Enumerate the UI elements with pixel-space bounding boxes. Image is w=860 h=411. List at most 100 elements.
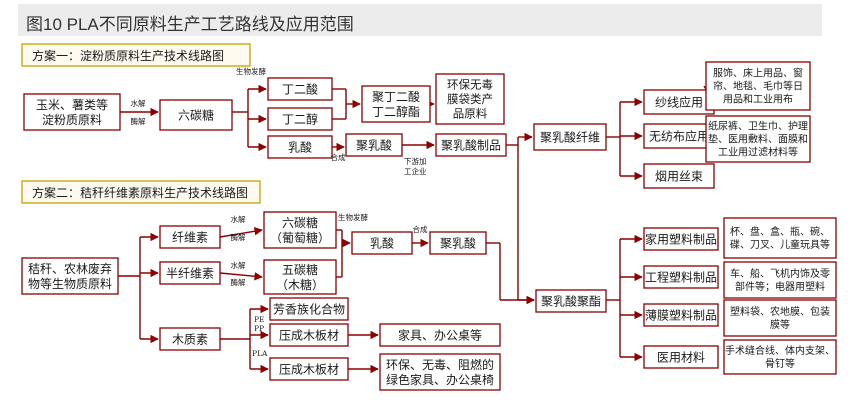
node-label: 家具、办公桌等 <box>398 327 482 342</box>
node-label: 六碳糖 <box>178 107 214 122</box>
node-frame <box>159 99 233 131</box>
node-label: 纸尿裤、卫生巾、护理 <box>708 120 808 133</box>
node-pentose: 五碳糖（木糖） <box>263 259 337 295</box>
node-label: 车、船、飞机内饰及零 <box>730 267 830 280</box>
node-frame <box>533 123 607 151</box>
node-frame <box>23 93 121 131</box>
node-butanediol: 丁二醇 <box>267 107 333 131</box>
node-frame <box>267 77 333 101</box>
node-eng-plastic: 工程塑料制品 <box>643 265 719 289</box>
node-succinic-acid: 丁二酸 <box>267 77 333 101</box>
node-label: 碟、刀叉、儿童玩具等 <box>730 238 830 251</box>
node-label: 环保无毒 <box>447 78 493 92</box>
node-label: 物等生物质原料 <box>28 277 112 291</box>
edge-label-downstream: 下游加 <box>404 156 427 166</box>
node-label: 半纤维素 <box>166 266 214 280</box>
node-lignin: 木质素 <box>159 327 221 351</box>
node-frame <box>723 339 837 375</box>
node-label: 纱线应用 <box>655 94 703 109</box>
node-furniture1: 家具、办公桌等 <box>379 323 501 347</box>
node-label: （木糖） <box>276 277 324 292</box>
edge-label-synthesis1: 合成 <box>331 152 346 162</box>
node-nonwoven: 无纺布应用 <box>643 123 715 149</box>
node-pla-plastic: 聚乳酸聚酯 <box>535 289 607 313</box>
node-frame <box>263 259 337 295</box>
title-bar: 图10 PLA不同原料生产工艺路线及应用范围 <box>18 4 822 36</box>
node-frame <box>435 133 507 157</box>
node-medical-desc: 手术缝合线、体内支架、骨钉等 <box>723 339 837 375</box>
node-label: 六碳糖 <box>282 215 318 230</box>
connector <box>219 272 263 281</box>
node-pla2: 聚乳酸 <box>429 231 487 255</box>
node-label: 品原料 <box>453 107 488 121</box>
edge-label-bio-ferment2: 生物发酵 <box>338 212 368 222</box>
edge-label-bio-ferment1: 生物发酵 <box>236 66 266 76</box>
node-frame <box>705 115 811 163</box>
node-frame <box>269 297 349 321</box>
node-frame <box>643 303 719 327</box>
node-frame <box>435 73 505 125</box>
node-label: 杯、盘、盒、瓶、碗、 <box>730 225 830 238</box>
node-frame <box>159 327 221 351</box>
node-label: 聚丁二酸 <box>372 89 420 104</box>
edge-label-hydrolysis3: 水解 <box>231 260 246 270</box>
node-frame <box>361 85 431 123</box>
edge-label-hydrolysis2: 水解 <box>231 214 246 224</box>
node-label: 环保、无毒、阻燃的 <box>386 357 494 372</box>
node-label: 聚乳酸制品 <box>441 137 501 152</box>
node-label: 聚乳酸聚酯 <box>541 293 601 308</box>
node-cigarette: 烟用丝束 <box>643 163 715 189</box>
node-label: 丁二醇酯 <box>372 104 420 119</box>
node-yarn: 纱线应用 <box>643 89 715 115</box>
node-label: 压成木板材 <box>279 362 339 376</box>
node-frame <box>345 133 403 157</box>
node-lactic2: 乳酸 <box>351 231 413 255</box>
node-label: 医用材料 <box>657 350 705 364</box>
node-label: 淀粉质原料 <box>42 113 102 127</box>
node-frame <box>269 357 349 381</box>
node-label: 丁二酸 <box>282 81 318 96</box>
node-frame <box>351 231 413 255</box>
node-board2: 压成木板材 <box>269 357 349 381</box>
node-board1: 压成木板材 <box>269 323 349 347</box>
node-label: 部件等；电器用塑料 <box>735 280 825 293</box>
node-frame <box>429 231 487 255</box>
node-cellulose: 纤维素 <box>159 225 221 249</box>
node-label: 用品和工业用布 <box>723 94 793 106</box>
node-label: 膜袋类产 <box>447 92 493 106</box>
node-label: 工程塑料制品 <box>645 269 717 284</box>
node-hemicellulose: 半纤维素 <box>159 261 221 285</box>
node-medical: 医用材料 <box>643 345 719 369</box>
node-frame <box>159 261 221 285</box>
node-frame <box>379 323 501 347</box>
edge-label-pp: PP <box>254 324 264 333</box>
node-pla-fiber: 聚乳酸纤维 <box>533 123 607 151</box>
node-frame <box>643 123 715 149</box>
node-label: 手术缝合线、体内支架、 <box>725 344 835 357</box>
node-hexose2: 六碳糖（葡萄糖） <box>263 211 337 249</box>
node-pla1: 聚乳酸 <box>345 133 403 157</box>
node-label: （葡萄糖） <box>270 230 330 245</box>
node-label: 无纺布应用 <box>649 128 709 143</box>
node-label: 聚乳酸 <box>440 235 476 250</box>
node-label: 塑料袋、农地膜、包装 <box>730 305 830 318</box>
node-label: 聚乳酸纤维 <box>540 129 600 144</box>
node-pla-products: 聚乳酸制品 <box>435 133 507 157</box>
node-frame <box>723 217 837 259</box>
node-frame <box>643 227 719 251</box>
node-frame <box>263 211 337 249</box>
figure-title: 图10 PLA不同原料生产工艺路线及应用范围 <box>26 15 354 34</box>
node-frame <box>723 299 837 337</box>
node-label: 聚乳酸 <box>356 137 392 152</box>
scheme-two-frame <box>21 180 261 204</box>
node-home-desc: 杯、盘、盒、瓶、碗、碟、刀叉、儿童玩具等 <box>723 217 837 259</box>
node-label: 烟用丝束 <box>655 169 703 183</box>
node-label: 垫、医用敷料、面膜和 <box>708 133 808 146</box>
